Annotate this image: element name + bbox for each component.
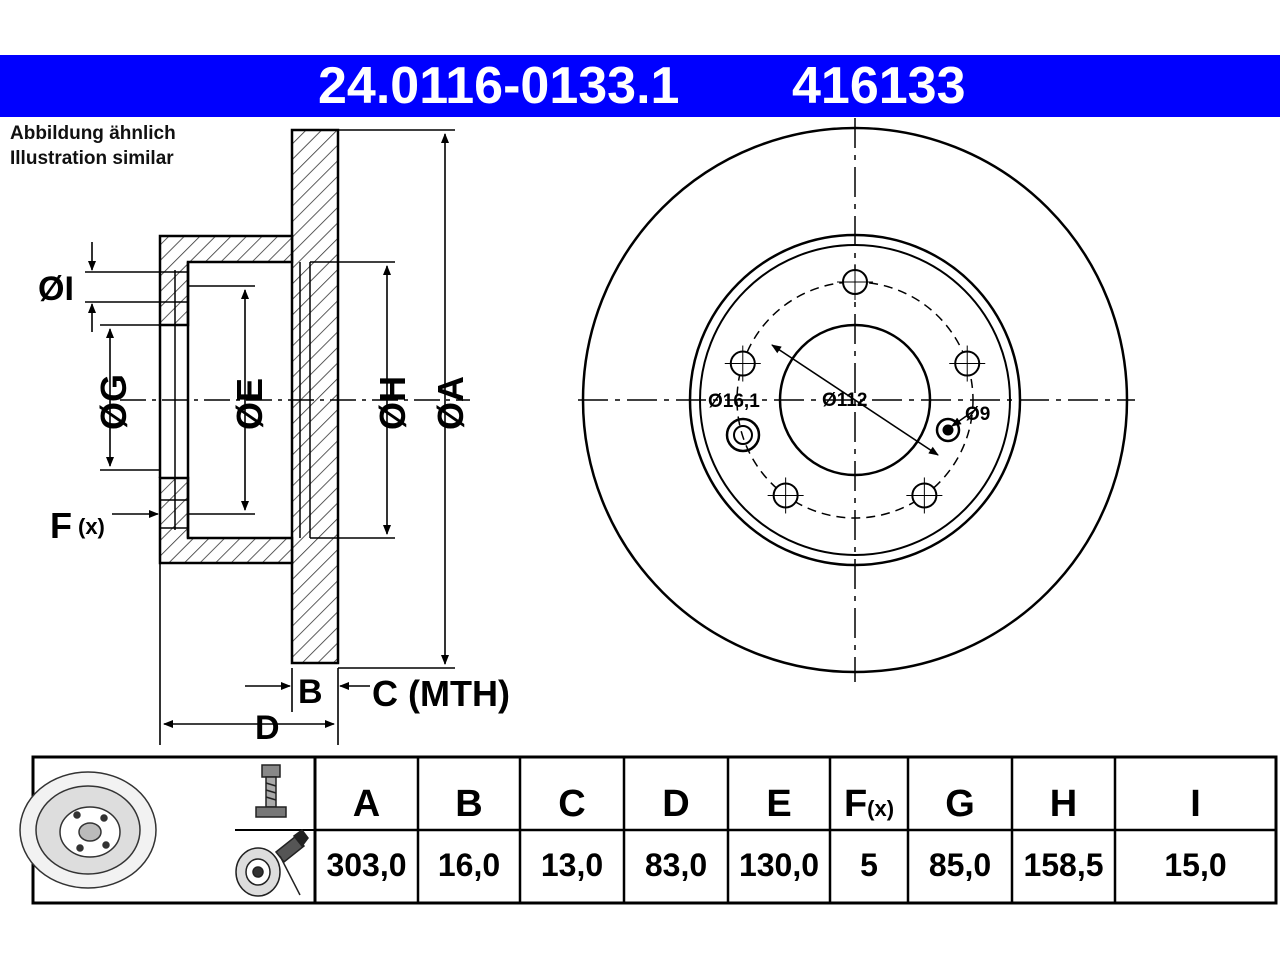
side-dimensions	[85, 129, 455, 745]
note-german: Abbildung ähnlich	[10, 123, 176, 144]
label-pin-dia: Ø16,1	[708, 391, 760, 412]
front-view	[578, 118, 1135, 682]
value-e: 130,0	[738, 847, 820, 883]
label-f-sub: (x)	[78, 514, 105, 539]
label-d: D	[255, 709, 280, 747]
bolt-holes	[724, 264, 986, 514]
spec-table: A B C D E F(x) G H I 303,0 16,0 13,0 83,…	[33, 755, 1277, 903]
label-dia-g: ØG	[93, 374, 134, 430]
header-a: A	[352, 783, 381, 825]
value-i: 15,0	[1164, 847, 1227, 883]
header-b: B	[455, 783, 483, 825]
value-d: 83,0	[644, 847, 708, 883]
header-e: E	[766, 783, 792, 825]
header-h: H	[1049, 783, 1078, 825]
label-f: F	[50, 505, 72, 546]
label-b: B	[298, 673, 323, 711]
label-hole-dia: Ø9	[965, 404, 990, 425]
label-dia-a: ØA	[430, 376, 471, 430]
value-h: 158,5	[1023, 847, 1104, 883]
front-labels: Ø16,1 Ø112 Ø9	[708, 390, 990, 425]
value-c: 13,0	[540, 847, 604, 883]
header-f-letter: F	[843, 783, 868, 825]
label-pcd: Ø112	[822, 390, 867, 411]
hat-lower-section	[158, 476, 294, 565]
side-section-view	[120, 128, 470, 665]
bolt-icon	[255, 764, 287, 818]
label-dia-e: ØE	[229, 378, 270, 430]
header-c: C	[558, 783, 586, 825]
title-banner: 24.0116-0133.1 416133	[0, 55, 1280, 117]
friction-ring-section	[290, 128, 340, 665]
alt-number: 416133	[792, 57, 966, 115]
centering-pin-hole	[725, 417, 761, 453]
value-f: 5	[860, 847, 878, 883]
value-g: 85,0	[928, 847, 992, 883]
value-b: 16,0	[437, 847, 501, 883]
part-number: 24.0116-0133.1	[318, 57, 680, 115]
value-a: 303,0	[326, 847, 407, 883]
note-english: Illustration similar	[10, 148, 174, 169]
label-c: C (MTH)	[372, 673, 510, 714]
brake-disc-icon	[19, 771, 157, 889]
header-f: F(x)	[830, 783, 908, 826]
torque-tool-icon	[235, 828, 309, 897]
side-labels: ØI ØG ØE ØH ØA F (x) B C (MTH) D	[38, 270, 510, 747]
header-f-sub: (x)	[867, 796, 895, 821]
hat-upper-section	[158, 234, 294, 327]
label-dia-i: ØI	[38, 270, 74, 308]
header-i: I	[1190, 783, 1201, 825]
label-dia-h: ØH	[372, 376, 413, 430]
header-d: D	[662, 783, 690, 825]
header-g: G	[945, 783, 975, 825]
